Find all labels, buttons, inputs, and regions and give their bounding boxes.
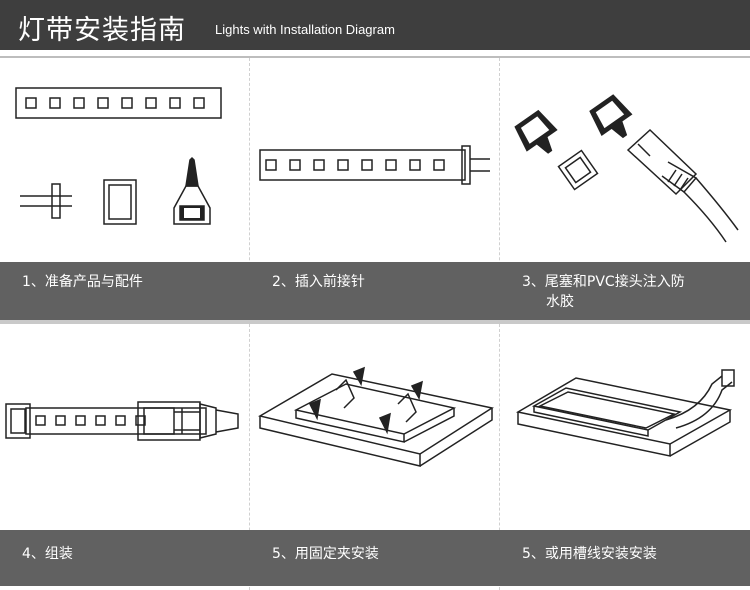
glue-bottle-icon xyxy=(589,94,633,139)
step-4-illustration xyxy=(5,401,239,441)
step-6-caption-bar: 5、或用槽线安装安装 xyxy=(500,530,750,586)
step-panel-5: 5、用固定夹安装 xyxy=(250,324,500,590)
channel-track-shape xyxy=(531,387,683,437)
end-cap-shape xyxy=(5,403,31,439)
step-6-caption: 5、或用槽线安装安装 xyxy=(522,546,657,562)
led-chip-row xyxy=(265,159,445,171)
led-strip-shape xyxy=(259,149,466,181)
step-panel-4: 4、组装 xyxy=(0,324,250,590)
step-1-illustration xyxy=(15,87,222,225)
divider-top xyxy=(0,56,750,58)
end-cap-icon xyxy=(103,179,137,225)
step-3-illustration xyxy=(514,94,739,243)
mounting-board-shape xyxy=(515,377,733,445)
connector-pin-icon xyxy=(20,183,72,219)
led-strip-shape xyxy=(293,383,457,443)
screw-icon xyxy=(308,366,423,435)
step-panel-2: 2、插入前接针 xyxy=(250,58,500,320)
connector-pin-icon xyxy=(461,145,490,185)
step-2-illustration xyxy=(259,145,490,185)
step-2-caption-bar: 2、插入前接针 xyxy=(250,262,500,320)
led-chip-row xyxy=(25,97,205,109)
step-4-caption: 4、组装 xyxy=(22,546,73,562)
step-panel-6: 5、或用槽线安装安装 xyxy=(500,324,750,590)
glue-bottle-icon xyxy=(514,109,558,154)
step-3-caption-bar: 3、尾塞和PVC接头注入防 水胶 xyxy=(500,262,750,320)
step-1-caption: 1、准备产品与配件 xyxy=(22,274,143,290)
step-6-illustration xyxy=(515,369,735,457)
page-title: 灯带安装指南 xyxy=(18,15,186,46)
step-5-caption-bar: 5、用固定夹安装 xyxy=(250,530,500,586)
header-bar: 灯带安装指南 Lights with Installation Diagram xyxy=(0,0,750,50)
step-2-caption: 2、插入前接针 xyxy=(272,274,365,290)
page-subtitle: Lights with Installation Diagram xyxy=(215,22,395,37)
pvc-connector-shape xyxy=(626,128,739,243)
mounting-clip-icon xyxy=(335,378,417,423)
led-chip-row xyxy=(35,415,146,426)
cable-shape xyxy=(665,369,735,429)
glue-bottle-icon xyxy=(173,156,211,225)
step-3-caption-line-2: 水胶 xyxy=(546,294,574,310)
step-5-caption: 5、用固定夹安装 xyxy=(272,546,379,562)
step-1-caption-bar: 1、准备产品与配件 xyxy=(0,262,250,320)
end-cap-icon xyxy=(557,149,599,191)
led-strip-shape xyxy=(25,407,207,435)
divider-middle xyxy=(0,320,750,324)
step-3-caption-line-1: 3、尾塞和PVC接头注入防 xyxy=(522,274,685,290)
step-4-caption-bar: 4、组装 xyxy=(0,530,250,586)
pvc-connector-shape xyxy=(137,401,239,441)
step-panel-3: 3、尾塞和PVC接头注入防 水胶 xyxy=(500,58,750,320)
led-strip-shape xyxy=(15,87,222,119)
step-5-illustration xyxy=(258,366,494,467)
step-panel-1: 1、准备产品与配件 xyxy=(0,58,250,320)
